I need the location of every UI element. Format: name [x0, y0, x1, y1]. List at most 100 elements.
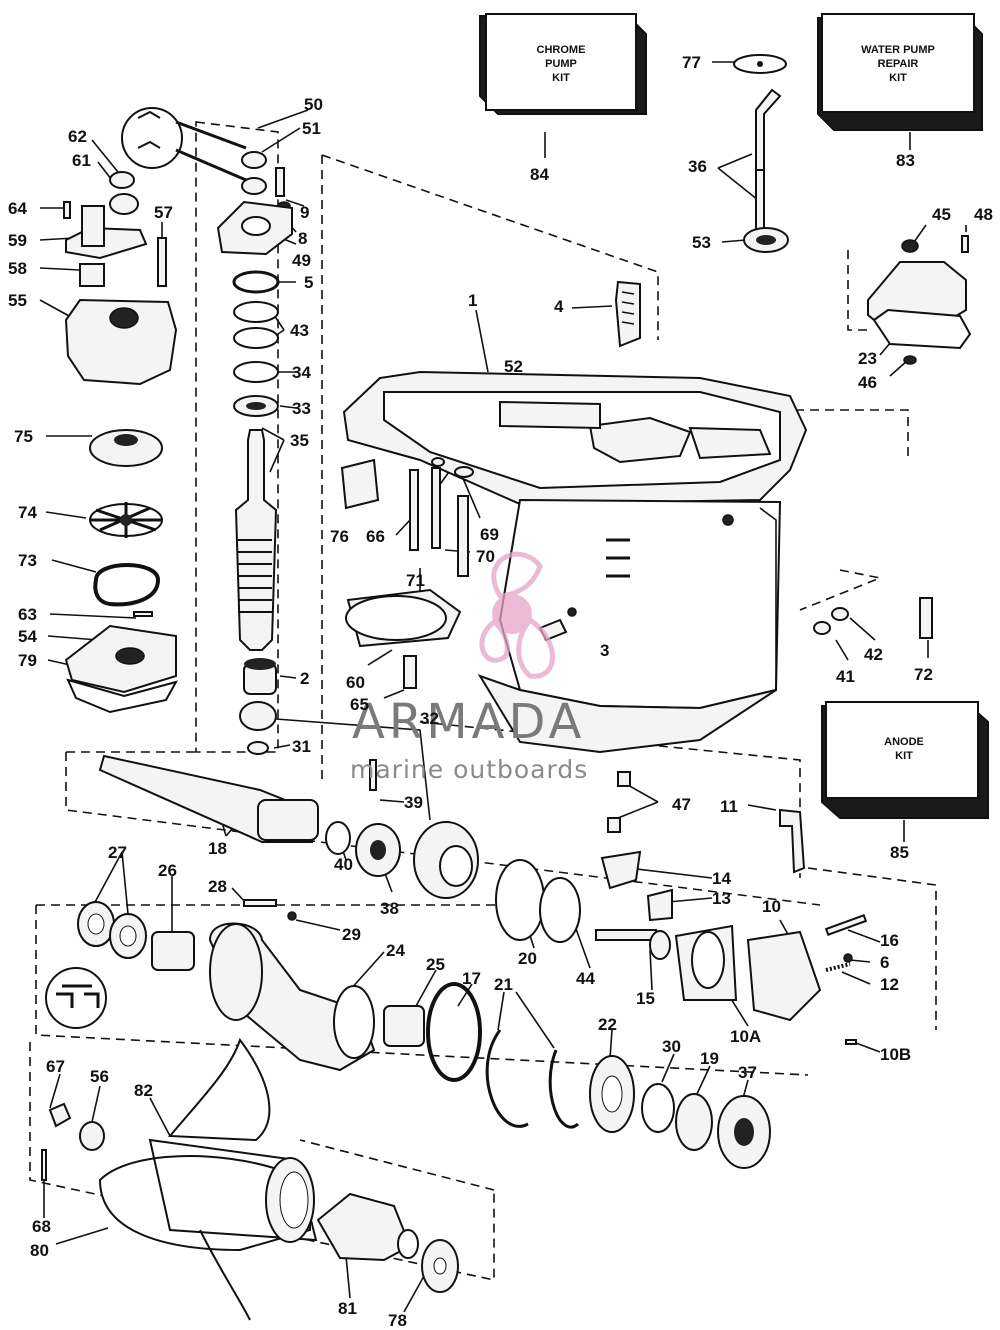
propshaft-assembly: [98, 754, 868, 1045]
callout-2: 2: [300, 669, 309, 688]
callout-69: 69: [480, 525, 499, 544]
callout-77: 77: [682, 53, 701, 72]
callout-37: 37: [738, 1063, 757, 1082]
seal-50: [241, 151, 267, 169]
callout-numbers: 84 83 85 77 36 53 45 48 23 46 4 1 52 69 …: [8, 53, 993, 1330]
water-pump-kit-line2: REPAIR: [878, 58, 919, 70]
callout-33: 33: [292, 399, 311, 418]
washer-42: [831, 607, 849, 621]
callout-48: 48: [974, 205, 993, 224]
washer-34: [233, 361, 279, 383]
callout-21: 21: [494, 975, 513, 994]
callout-65: 65: [350, 695, 369, 714]
gasket-23: [872, 308, 972, 350]
callout-80: 80: [30, 1241, 49, 1260]
pinion-32: [239, 701, 277, 731]
seal-62: [109, 171, 135, 189]
ball-6: [843, 953, 853, 963]
callout-82: 82: [134, 1081, 153, 1100]
callout-32: 32: [420, 709, 439, 728]
callout-52: 52: [504, 357, 523, 376]
chrome-pump-kit-line2: PUMP: [545, 58, 577, 70]
washer-29: [287, 911, 297, 921]
armada-watermark: ARMADA marine outboards: [350, 551, 587, 784]
callout-64: 64: [8, 199, 27, 218]
screw-64: [63, 201, 71, 219]
plug-47b: [607, 817, 621, 833]
callout-55: 55: [8, 291, 27, 310]
callout-44: 44: [576, 969, 595, 988]
callout-68: 68: [32, 1217, 51, 1236]
washer-46: [903, 355, 917, 365]
pin-63: [133, 611, 153, 617]
spring-12: [825, 962, 851, 972]
gearcase-housing-1: [340, 370, 933, 833]
screw-66: [409, 469, 419, 551]
callout-56: 56: [90, 1067, 109, 1086]
callout-85: 85: [890, 843, 909, 862]
callout-29: 29: [342, 925, 361, 944]
callout-53: 53: [692, 233, 711, 252]
callout-70: 70: [476, 547, 495, 566]
callout-26: 26: [158, 861, 177, 880]
detail-circle-seals: [45, 967, 107, 1029]
callout-50: 50: [304, 95, 323, 114]
chrome-pump-kit-line1: CHROME: [537, 44, 586, 56]
callout-3: 3: [600, 641, 609, 660]
callout-15: 15: [636, 989, 655, 1008]
gasket-79: [66, 678, 179, 714]
cotter-pin-68: [41, 1149, 47, 1181]
dash-anode-link: [799, 569, 883, 611]
pin-16: [824, 914, 868, 936]
callout-40: 40: [334, 855, 353, 874]
bearing-25: [383, 1005, 425, 1047]
screw-57: [157, 237, 167, 287]
thrust-washer-30: [641, 1083, 675, 1133]
shim-43b: [233, 327, 279, 349]
retaining-ring-21: [485, 1029, 579, 1129]
callout-17: 17: [462, 969, 481, 988]
callout-51: 51: [302, 119, 321, 138]
callout-9: 9: [300, 203, 309, 222]
water-tube-36: [755, 88, 782, 239]
bearing-housing-assembly: [45, 899, 771, 1169]
callout-6: 6: [880, 953, 889, 972]
cup-75: [89, 429, 163, 467]
callout-78: 78: [388, 1311, 407, 1330]
callout-34: 34: [292, 363, 311, 382]
shift-rod-11: [779, 808, 806, 874]
callout-71: 71: [406, 571, 425, 590]
plug-41: [813, 621, 831, 635]
pin-10b: [845, 1039, 857, 1045]
o-ring-17: [426, 982, 482, 1082]
callout-8: 8: [298, 229, 307, 248]
shift-plunger-15: [595, 929, 657, 941]
propeller-logo-icon: [479, 551, 555, 679]
dash-right-kit: [847, 250, 870, 331]
callout-20: 20: [518, 949, 537, 968]
shim-44: [539, 877, 581, 943]
callout-58: 58: [8, 259, 27, 278]
callout-54: 54: [18, 627, 37, 646]
pin-39: [369, 759, 377, 791]
water-pump-kit-line1: WATER PUMP: [861, 44, 935, 56]
propeller-assembly: [41, 1037, 459, 1321]
pump-tube-parts: [614, 54, 972, 365]
pump-housing-55: [64, 298, 178, 386]
callout-27: 27: [108, 843, 127, 862]
dash-housing-top: [321, 154, 659, 340]
callout-16: 16: [880, 931, 899, 950]
screw-28: [243, 899, 277, 907]
bearing-20: [495, 859, 545, 941]
housing-10: [746, 930, 822, 1022]
callout-73: 73: [18, 551, 37, 570]
callout-25: 25: [426, 955, 445, 974]
callout-39: 39: [404, 793, 423, 812]
callout-79: 79: [18, 651, 37, 670]
washer-69: [454, 466, 474, 478]
dash-propeller-top: [299, 1139, 495, 1191]
callout-11: 11: [720, 797, 738, 816]
callout-10b: 10B: [880, 1045, 911, 1064]
nut-31: [247, 741, 269, 755]
